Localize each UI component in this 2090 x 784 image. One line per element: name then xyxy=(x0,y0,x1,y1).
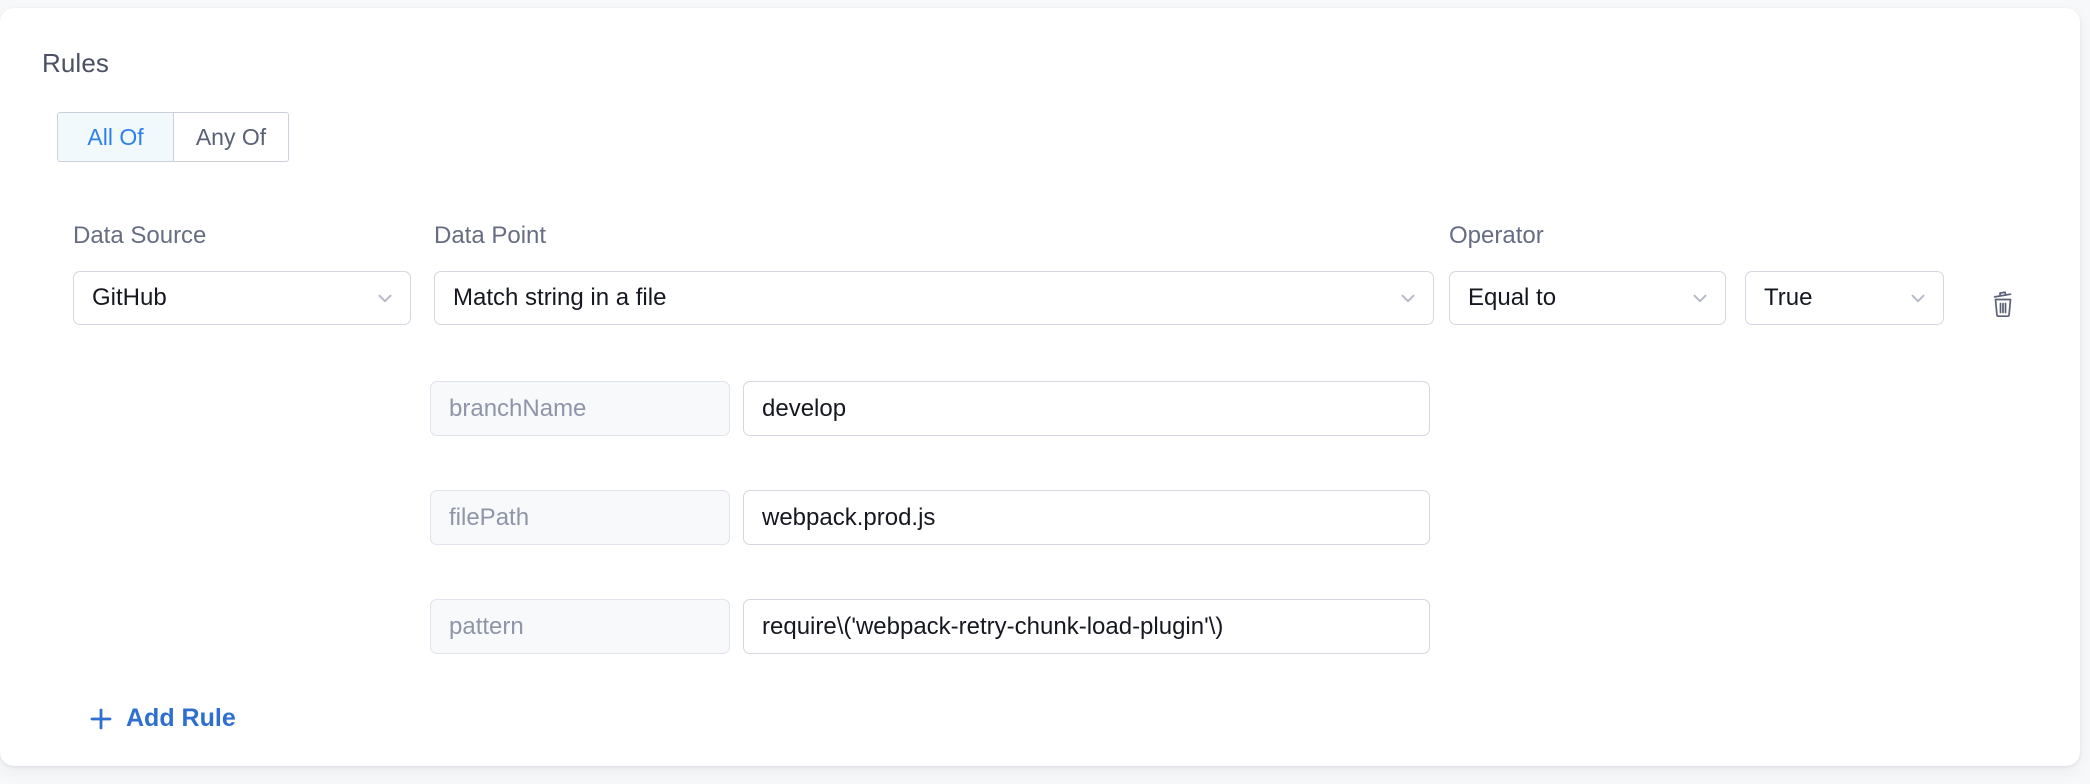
rule-parameter-row: branchName develop xyxy=(430,381,1430,436)
operator-value: Equal to xyxy=(1468,284,1557,311)
match-mode-all-of-button[interactable]: All Of xyxy=(58,113,173,161)
match-mode-segmented-control: All Of Any Of xyxy=(57,112,289,162)
data-source-label: Data Source xyxy=(73,222,207,249)
data-source-value: GitHub xyxy=(92,284,167,311)
parameter-key-filepath: filePath xyxy=(430,490,730,545)
add-rule-button[interactable]: Add Rule xyxy=(88,704,236,733)
parameter-value-branchname[interactable]: develop xyxy=(743,381,1430,436)
chevron-down-icon xyxy=(1397,287,1419,309)
parameter-key-pattern: pattern xyxy=(430,599,730,654)
match-mode-any-of-button[interactable]: Any Of xyxy=(173,113,288,161)
parameter-value-filepath[interactable]: webpack.prod.js xyxy=(743,490,1430,545)
add-rule-label: Add Rule xyxy=(126,704,236,732)
trash-icon xyxy=(1986,287,2020,321)
page-title: Rules xyxy=(42,48,109,78)
data-point-select[interactable]: Match string in a file xyxy=(434,271,1434,325)
chevron-down-icon xyxy=(1689,287,1711,309)
chevron-down-icon xyxy=(374,287,396,309)
data-point-label: Data Point xyxy=(434,222,547,249)
data-point-value: Match string in a file xyxy=(453,284,667,311)
operator-select[interactable]: Equal to xyxy=(1449,271,1726,325)
plus-icon xyxy=(88,706,114,732)
delete-rule-button[interactable] xyxy=(1982,283,2024,325)
rule-parameter-row: pattern require\('webpack-retry-chunk-lo… xyxy=(430,599,1430,654)
rule-parameter-row: filePath webpack.prod.js xyxy=(430,490,1430,545)
operator-value-select[interactable]: True xyxy=(1745,271,1944,325)
data-source-select[interactable]: GitHub xyxy=(73,271,411,325)
rules-panel: Rules All Of Any Of Data Source Data Poi… xyxy=(0,8,2080,766)
chevron-down-icon xyxy=(1907,287,1929,309)
parameter-value-pattern[interactable]: require\('webpack-retry-chunk-load-plugi… xyxy=(743,599,1430,654)
operator-label: Operator xyxy=(1449,222,1544,249)
operator-value-text: True xyxy=(1764,284,1813,311)
parameter-key-branchname: branchName xyxy=(430,381,730,436)
